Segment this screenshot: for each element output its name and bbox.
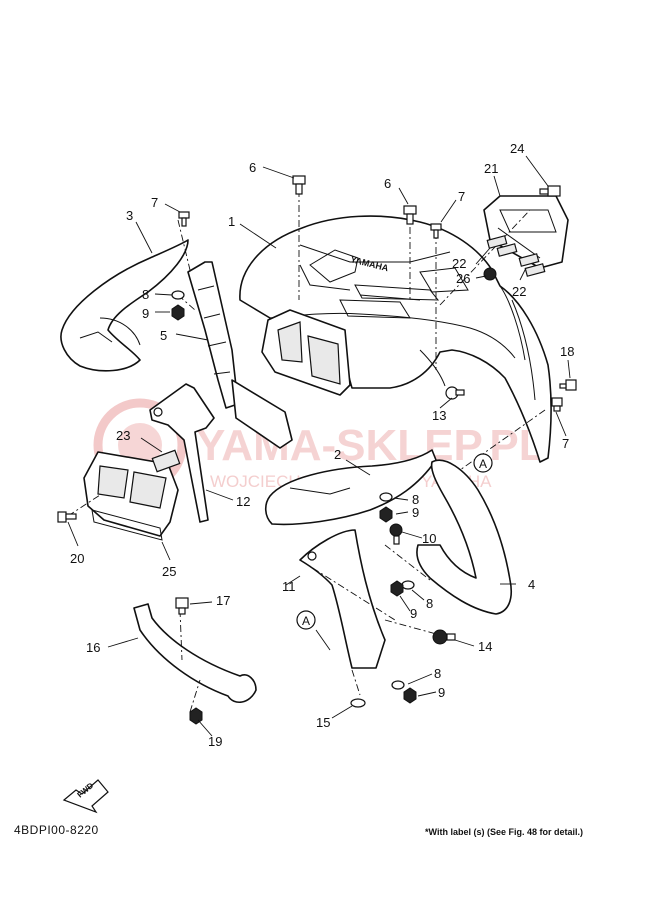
part-front-fender[interactable]: YAMAHA [239, 215, 552, 463]
rubber-icon-22b [518, 253, 546, 277]
ref-circle-a1 [473, 453, 493, 473]
callout-6a: 6 [249, 160, 256, 175]
callout-26: 26 [456, 271, 470, 286]
callout-19: 19 [208, 734, 222, 749]
callout-15: 15 [316, 715, 330, 730]
callout-7b: 7 [458, 189, 465, 204]
callout-22a: 22 [452, 256, 466, 271]
callout-9b: 9 [412, 505, 419, 520]
watermark-title: YAMA-SKLEP.PL [196, 421, 546, 470]
callout-11: 11 [282, 579, 296, 594]
callout-8d: 8 [434, 666, 441, 681]
callout-13: 13 [432, 408, 446, 423]
nut-icon-9b [379, 506, 393, 523]
part-light-housing[interactable] [483, 195, 569, 269]
part-trim-strip[interactable] [187, 261, 239, 409]
screw-icon-14 [432, 629, 456, 645]
callout-numbers: 1 2 3 4 5 6 6 7 7 7 8 9 8 9 8 9 8 9 10 1… [70, 141, 574, 749]
screw-icon-6b [403, 205, 417, 225]
callout-14: 14 [478, 639, 492, 654]
callout-4: 4 [528, 577, 535, 592]
label-note: *With label (s) (See Fig. 48 for detail.… [425, 827, 583, 837]
part-rubber-block[interactable] [151, 449, 181, 473]
screw-icon-7b [430, 223, 442, 239]
washer-icon-15 [350, 698, 366, 708]
nut-icon-9a [171, 304, 185, 321]
callout-18: 18 [560, 344, 574, 359]
callout-12: 12 [236, 494, 250, 509]
washer-icon-8a [171, 290, 185, 300]
part-headlight-frame[interactable] [83, 451, 179, 541]
ref-circle-a2 [296, 610, 316, 630]
callout-7c: 7 [562, 436, 569, 451]
reference-markers: A A [296, 453, 493, 630]
watermark-dot-icon [118, 423, 162, 467]
part-left-side-cover[interactable] [60, 239, 189, 372]
leader-lines [67, 155, 571, 737]
callout-25: 25 [162, 564, 176, 579]
callout-9d: 9 [438, 685, 445, 700]
screw-icon-20 [57, 511, 77, 523]
part-step-bracket[interactable] [133, 603, 257, 703]
callout-1: 1 [228, 214, 235, 229]
figure-code: 4BDPI00-8220 [14, 823, 99, 837]
washer-icon-8b [379, 492, 393, 502]
callout-20: 20 [70, 551, 84, 566]
part-inner-plate[interactable] [231, 379, 293, 449]
fwd-arrow-icon: FWD [62, 779, 109, 814]
callout-24: 24 [510, 141, 524, 156]
callout-21: 21 [484, 161, 498, 176]
alignment-lines [67, 190, 546, 713]
washer-icon-8d [391, 680, 405, 690]
washer-icon-8c [401, 580, 415, 590]
screw-icon-17 [175, 597, 189, 615]
callout-22b: 22 [512, 284, 526, 299]
callout-8c: 8 [426, 596, 433, 611]
callout-17: 17 [216, 593, 230, 608]
screw-icon-10 [389, 523, 403, 545]
screw-icon-7c [551, 397, 563, 412]
grommet-icon-26 [483, 267, 497, 281]
callout-23: 23 [116, 428, 130, 443]
part-right-side-cover[interactable] [416, 459, 512, 615]
part-lower-mudguard[interactable] [299, 529, 386, 669]
hardware [57, 175, 577, 725]
screw-icon-24 [539, 185, 561, 197]
part-headlight-housing[interactable] [261, 309, 351, 396]
screw-icon-7a [178, 211, 190, 227]
screw-icon-13 [445, 386, 465, 400]
callout-10: 10 [422, 531, 436, 546]
callout-3: 3 [126, 208, 133, 223]
part-bracket[interactable] [149, 383, 215, 523]
rubber-icon-22a [486, 235, 518, 257]
screw-icon-18 [559, 379, 577, 391]
ref-label-a1: A [479, 457, 487, 471]
nut-icon-19 [189, 707, 203, 725]
callout-6b: 6 [384, 176, 391, 191]
nut-icon-9c [390, 580, 404, 597]
callout-7a: 7 [151, 195, 158, 210]
callout-2: 2 [334, 447, 341, 462]
callout-9a: 9 [142, 306, 149, 321]
nut-icon-9d [403, 687, 417, 704]
callout-16: 16 [86, 640, 100, 655]
callout-8a: 8 [142, 287, 149, 302]
screw-icon-6a [292, 175, 306, 195]
part-splash-guard[interactable] [264, 449, 437, 526]
callout-5: 5 [160, 328, 167, 343]
callout-9c: 9 [410, 606, 417, 621]
ref-label-a2: A [302, 614, 310, 628]
callout-8b: 8 [412, 492, 419, 507]
